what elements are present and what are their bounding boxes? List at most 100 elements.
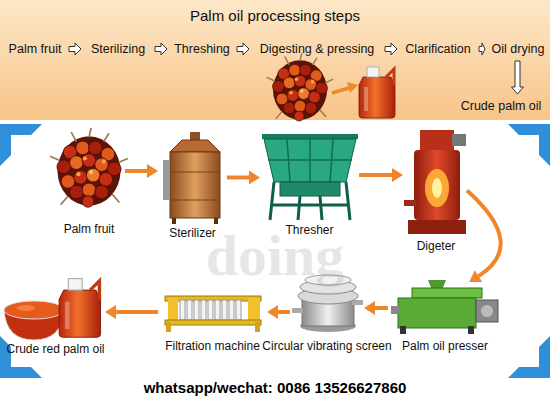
digester-illustration-part: [420, 130, 454, 150]
flow-connector: [105, 305, 158, 319]
step-text: Oil drying: [488, 40, 548, 58]
thresher-illustration: [262, 134, 358, 220]
step-node: Crude palm oil: [455, 97, 547, 115]
thresher-illustration-part: [262, 134, 358, 139]
filtration-illustration-part: [201, 300, 206, 320]
presser-illustration-part: [412, 288, 482, 298]
digester-illustration-part: [404, 200, 416, 206]
digester-illustration-part: [432, 178, 442, 198]
contact-text: whatsapp/wechat: 0086 13526627860: [0, 379, 550, 396]
corner-bracket-part: [0, 124, 42, 166]
arrow-line: [116, 310, 158, 314]
hollow-arrow: [69, 43, 81, 55]
crude-oil-illustration-part: [59, 279, 100, 338]
arrow-head: [267, 305, 278, 319]
header-band-part: [0, 0, 550, 120]
machine-label: Crude red palm oil: [6, 342, 104, 356]
arrow-head: [364, 301, 375, 315]
vibrating-screen-illustration-part: [352, 300, 363, 305]
thresher-illustration-part: [264, 139, 356, 182]
step-node: Oil drying: [488, 40, 548, 58]
machine-label: Digeter: [417, 239, 456, 253]
machine-node: Digeter: [405, 128, 467, 236]
flow-connector: [467, 191, 501, 283]
filtration-illustration-part: [229, 300, 234, 320]
flow-connector: [69, 43, 81, 55]
crude-oil-illustration-part: [4, 301, 64, 319]
presser-illustration-part: [481, 305, 493, 317]
filtration-illustration-part: [215, 300, 220, 320]
hollow-arrow: [155, 43, 167, 55]
sterilizer-illustration-part: [172, 218, 176, 224]
step-node: Clarification: [400, 40, 476, 58]
machine-label: Palm fruit: [64, 222, 115, 236]
filtration-illustration: [165, 296, 261, 332]
flow-connector: [267, 305, 290, 319]
digester-illustration-part: [414, 150, 460, 220]
step-node: Threshing: [170, 40, 234, 58]
machine-label: Circular vibrating screen: [262, 339, 391, 353]
digester-illustration-part: [452, 134, 466, 146]
filtration-illustration-part: [255, 322, 260, 332]
hollow-arrow: [385, 43, 397, 55]
arrow-line: [467, 191, 501, 277]
hollow-arrow: [237, 43, 249, 55]
machine-node: Palm fruit: [55, 135, 123, 207]
step-node: Sterilizing: [84, 40, 152, 58]
filtration-illustration-part: [236, 300, 241, 320]
presser-illustration: [391, 280, 498, 334]
flow-connector: [237, 43, 249, 55]
corner-bracket-part: [508, 124, 550, 166]
step-text: Clarification: [400, 40, 476, 58]
corner-bracket-part: [508, 336, 550, 378]
arrow-head: [392, 168, 403, 182]
arrow-line: [359, 173, 392, 177]
flow-connector: [385, 43, 397, 55]
sterilizer-illustration-part: [163, 160, 170, 200]
digester-illustration-part: [408, 220, 466, 234]
band-arrow-part: [332, 88, 349, 93]
arrow-line: [375, 306, 388, 310]
header-band: [0, 0, 550, 120]
presser-illustration-part: [468, 326, 474, 334]
hollow-arrow: [479, 43, 485, 55]
step-text: Crude palm oil: [455, 97, 547, 115]
presser-illustration-part: [398, 298, 476, 328]
band-oil-jug-part: [359, 67, 395, 118]
machine-node: Thresher: [262, 130, 357, 220]
thresher-illustration-part: [270, 182, 350, 220]
arrow-head: [147, 164, 158, 178]
step-node: Digesting & pressing: [252, 40, 382, 58]
crude-oil-illustration-part: [17, 305, 35, 311]
machine-label: Filtration machine: [165, 339, 260, 353]
presser-illustration-part: [391, 306, 399, 314]
sterilizer-illustration-part: [170, 152, 220, 218]
arrow-head: [249, 171, 260, 185]
thresher-illustration-part: [268, 139, 352, 182]
flow-connector: [155, 43, 167, 55]
flow-connector: [359, 168, 403, 182]
presser-illustration-part: [400, 326, 406, 334]
machine-node: Crude red palm oil: [8, 270, 103, 340]
band-palm-bunch-part: [267, 53, 334, 121]
palm-fruit-illustration: [50, 128, 128, 207]
machine-label: Palm oil presser: [402, 339, 488, 353]
presser-illustration-part: [476, 300, 498, 322]
corner-bracket: [0, 124, 550, 378]
step-node: Palm fruit: [4, 40, 66, 58]
machine-node: Sterilizer: [160, 135, 225, 223]
arrow-line: [125, 169, 147, 173]
digester-illustration-part: [425, 169, 449, 207]
band-palm-bunch: [267, 53, 334, 121]
sterilizer-illustration: [163, 132, 220, 224]
vibrating-screen-illustration-part: [292, 308, 303, 313]
filtration-illustration-part: [187, 300, 192, 320]
sterilizer-illustration-part: [170, 140, 220, 152]
filtration-illustration-part: [194, 300, 199, 320]
arrow-line: [278, 310, 290, 314]
step-text: Sterilizing: [84, 40, 152, 58]
palm-fruit-illustration-part: [50, 128, 128, 207]
